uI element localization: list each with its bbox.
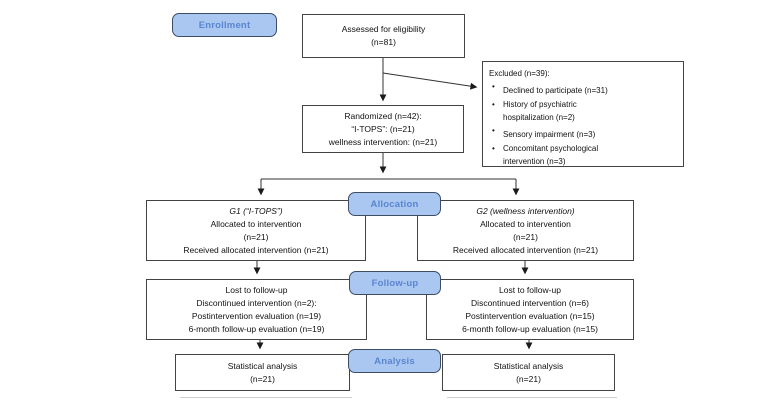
allocation-g1-box: G1 (“I-TOPS”) Allocated to intervention … — [146, 200, 366, 261]
excluded-item-text: History of psychiatric — [503, 100, 577, 109]
bullet-icon: • — [492, 144, 495, 153]
bullet-icon: • — [492, 82, 495, 91]
box-line: 6-month follow-up evaluation (n=19) — [188, 323, 325, 334]
box-line: (n=21) — [250, 373, 275, 384]
excluded-item-text: Concomitant psychological — [503, 144, 599, 153]
box-line: Postintervention evaluation (n=19) — [191, 310, 322, 321]
followup-stage-label: Follow-up — [349, 271, 441, 295]
shadow-line — [447, 397, 617, 398]
assessed-box: Assessed for eligibility (n=81) — [302, 14, 465, 58]
excluded-item: • History of psychiatric hospitalization… — [489, 98, 680, 124]
excluded-item-text: Declined to participate (n=31) — [503, 86, 608, 95]
excluded-item-text: hospitalization (n=2) — [503, 113, 575, 122]
excluded-box: Excluded (n=39): • Declined to participa… — [482, 61, 684, 167]
box-line: Statistical analysis — [493, 360, 564, 371]
bullet-icon: • — [492, 100, 495, 109]
excluded-item-text: Sensory impairment (n=3) — [503, 130, 596, 139]
excluded-item: • Declined to participate (n=31) — [489, 80, 680, 98]
excluded-item: • Concomitant psychological intervention… — [489, 142, 680, 168]
box-line: Assessed for eligibility — [341, 24, 426, 34]
followup-g2-box: Lost to follow-up Discontinued intervent… — [426, 279, 634, 340]
shadow-line — [180, 397, 352, 398]
group-title: G1 (“I-TOPS”) — [229, 205, 283, 216]
analysis-stage-label: Analysis — [348, 349, 441, 373]
box-line: (n=21) — [513, 231, 538, 242]
box-line: Postintervention evaluation (n=15) — [465, 310, 595, 321]
excluded-item-text: intervention (n=3) — [503, 157, 566, 166]
bullet-icon: • — [492, 126, 495, 135]
box-line: Randomized (n=42): — [344, 110, 422, 121]
group-title: G2 (wellness intervention) — [476, 205, 575, 216]
analysis-g1-box: Statistical analysis (n=21) — [175, 354, 350, 391]
enrollment-stage-label: Enrollment — [172, 13, 277, 37]
followup-g1-box: Lost to follow-up Discontinued intervent… — [146, 279, 367, 340]
box-line: (n=81) — [371, 37, 396, 47]
box-line: 6-month follow-up evaluation (n=15) — [462, 323, 598, 334]
randomized-box: Randomized (n=42): “I-TOPS”: (n=21) well… — [302, 105, 464, 153]
box-line: Allocated to intervention — [480, 218, 571, 229]
box-line: (n=21) — [516, 373, 541, 384]
analysis-g2-box: Statistical analysis (n=21) — [442, 354, 615, 391]
box-line: Received allocated intervention (n=21) — [183, 244, 329, 255]
box-line: “I-TOPS”: (n=21) — [351, 123, 415, 134]
box-line: (n=21) — [243, 231, 269, 242]
excluded-item: • Sensory impairment (n=3) — [489, 124, 680, 142]
box-line: Statistical analysis — [227, 360, 298, 371]
box-line: Discontinued intervention (n=2): — [196, 297, 317, 308]
box-line: Received allocated intervention (n=21) — [452, 244, 599, 255]
allocation-g2-box: G2 (wellness intervention) Allocated to … — [417, 200, 634, 261]
box-line: wellness intervention: (n=21) — [328, 136, 438, 147]
box-line: Lost to follow-up — [499, 284, 561, 295]
box-line: Allocated to intervention — [210, 218, 302, 229]
allocation-stage-label: Allocation — [348, 192, 441, 216]
excluded-title: Excluded (n=39): — [489, 69, 550, 78]
box-line: Discontinued intervention (n=6) — [471, 297, 589, 308]
box-line: Lost to follow-up — [225, 284, 288, 295]
